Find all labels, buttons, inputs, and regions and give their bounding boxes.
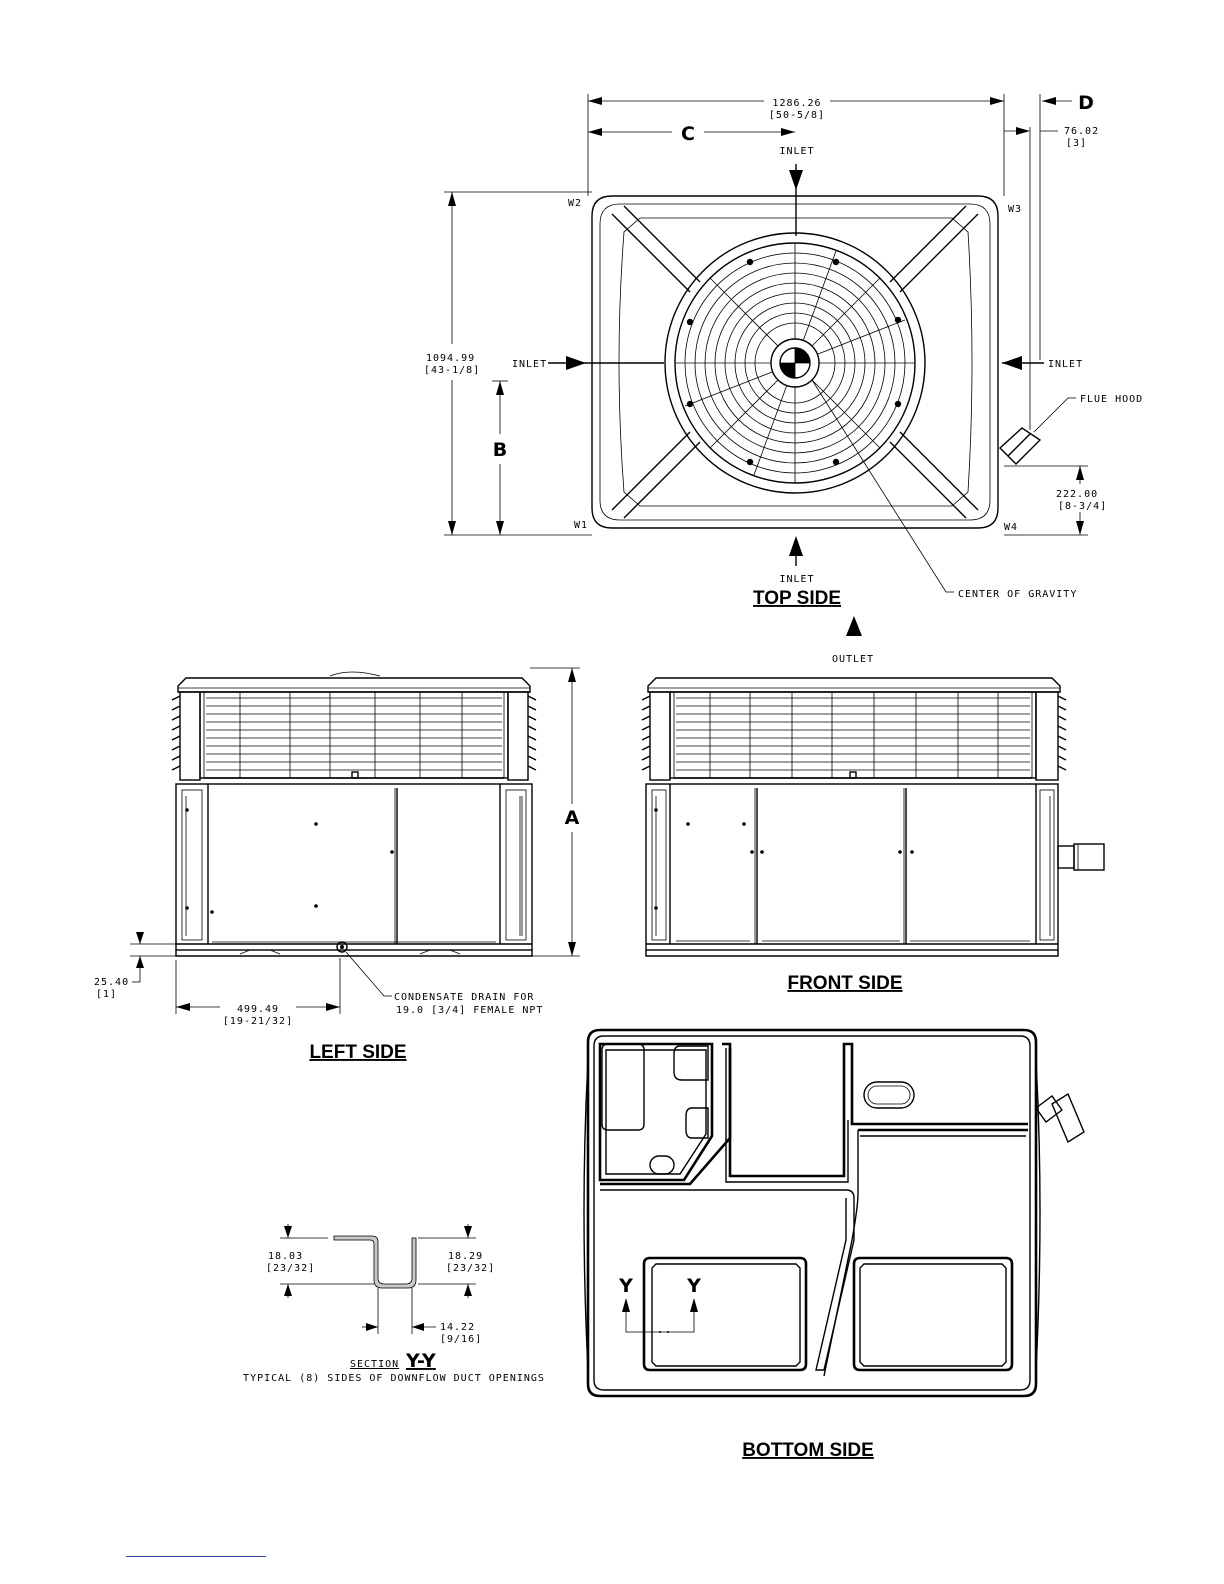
dimension-c-label: C: [681, 123, 695, 145]
front-side-view: FRONT SIDE: [641, 677, 1105, 994]
section-dim-bottom-in: [9/16]: [440, 1334, 482, 1345]
top-side-title: TOP SIDE: [753, 588, 841, 609]
left-side-view: A 25.40 [1] 499.49 [19-21/32] CONDENSATE…: [94, 667, 580, 1063]
section-dim-right-in: [23/32]: [446, 1263, 495, 1274]
section-dim-left-in: [23/32]: [266, 1263, 315, 1274]
section-marker-y-left: Y: [618, 1275, 633, 1297]
section-dim-bottom-mm: 14.22: [440, 1322, 475, 1333]
dimension-d-label: D: [1078, 92, 1094, 114]
drain-offset-mm: 499.49: [237, 1004, 279, 1015]
inlet-right-label: INLET: [1048, 359, 1083, 370]
flue-hood-label: FLUE HOOD: [1080, 394, 1143, 405]
section-dim-right-mm: 18.29: [448, 1251, 483, 1262]
flue-height-in: [8-3/4]: [1058, 501, 1107, 512]
outlet-label: OUTLET: [832, 654, 874, 665]
offset-in: [3]: [1066, 138, 1087, 149]
section-label-yy: Y-Y: [405, 1350, 436, 1372]
offset-mm: 76.02: [1064, 126, 1099, 137]
section-label: SECTION: [350, 1359, 399, 1370]
base-height-mm: 25.40: [94, 977, 129, 988]
dimension-b-label: B: [493, 439, 507, 461]
inlet-top-label: INLET: [779, 146, 814, 157]
corner-w2-label: W2: [568, 198, 582, 209]
drain-offset-in: [19-21/32]: [223, 1016, 293, 1027]
left-side-title: LEFT SIDE: [309, 1042, 406, 1063]
outlet-indicator: OUTLET: [832, 616, 874, 665]
footnote-rule: [126, 1556, 266, 1557]
overall-depth-in: [43-1/8]: [424, 365, 480, 376]
dimension-a-label: A: [565, 807, 580, 829]
overall-width-mm: 1286.26: [772, 98, 821, 109]
corner-w3-label: W3: [1008, 204, 1022, 215]
condensate-drain-note-2: 19.0 [3/4] FEMALE NPT: [396, 1005, 543, 1016]
front-side-title: FRONT SIDE: [787, 973, 902, 994]
base-height-in: [1]: [96, 989, 117, 1000]
overall-depth-mm: 1094.99: [426, 353, 475, 364]
inlet-bottom-label: INLET: [779, 574, 814, 585]
corner-w4-label: W4: [1004, 522, 1018, 533]
bottom-side-title: BOTTOM SIDE: [742, 1440, 874, 1461]
bottom-side-view: Y Y BOTTOM SIDE: [583, 1028, 1085, 1461]
section-y-y-detail: 18.03 [23/32] 18.29 [23/32] 14.22 [9/16]…: [243, 1224, 545, 1384]
flue-height-mm: 222.00: [1056, 489, 1098, 500]
section-dim-left-mm: 18.03: [268, 1251, 303, 1262]
condensate-drain-note-1: CONDENSATE DRAIN FOR: [394, 992, 534, 1003]
overall-width-in: [50-5/8]: [769, 110, 825, 121]
corner-w1-label: W1: [574, 520, 588, 531]
section-marker-y-right: Y: [686, 1275, 701, 1297]
section-note: TYPICAL (8) SIDES OF DOWNFLOW DUCT OPENI…: [243, 1373, 545, 1384]
inlet-left-label: INLET: [512, 359, 547, 370]
center-of-gravity-label: CENTER OF GRAVITY: [958, 589, 1077, 600]
top-side-view: 1286.26 [50-5/8] C D 76.02 [3] 1094.99 […: [424, 92, 1143, 609]
